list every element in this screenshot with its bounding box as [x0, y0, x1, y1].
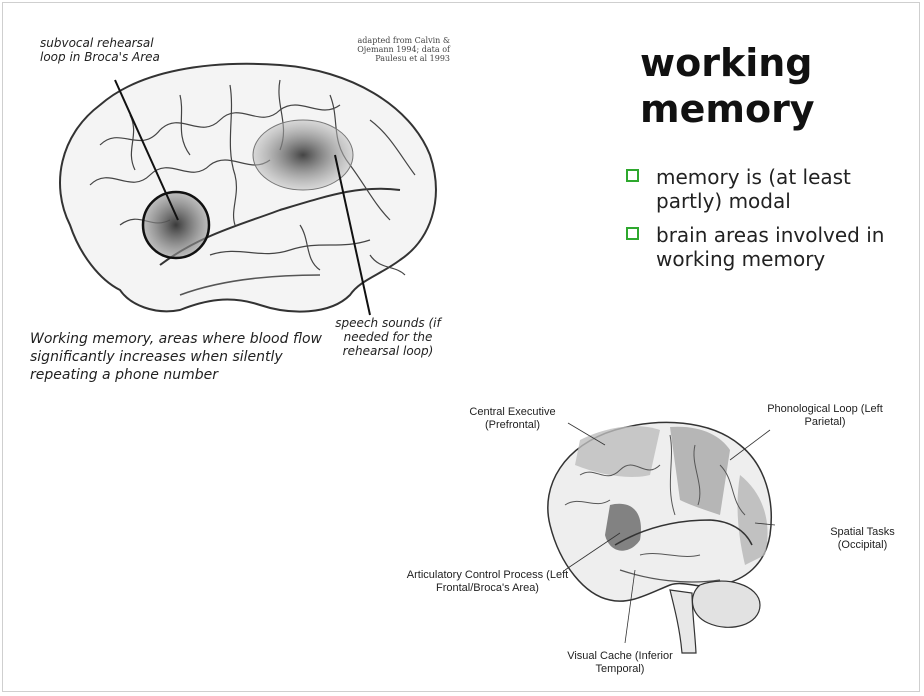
- bullet-text: brain areas involved in working memory: [656, 223, 884, 271]
- figure-credit: adapted from Calvin & Ojemann 1994; data…: [330, 36, 450, 63]
- brain-illustration-left: [30, 25, 450, 325]
- bullet-item: brain areas involved in working memory: [626, 223, 916, 271]
- square-bullet-icon: [626, 169, 639, 182]
- bullet-list: memory is (at least partly) modal brain …: [626, 165, 916, 281]
- annotation-broca: subvocal rehearsal loop in Broca's Area: [40, 36, 170, 64]
- label-spatial-tasks: Spatial Tasks (Occipital): [820, 526, 905, 552]
- label-visual-cache: Visual Cache (Inferior Temporal): [555, 650, 685, 676]
- label-phonological-loop: Phonological Loop (Left Parietal): [755, 403, 895, 429]
- brain-illustration-right: [520, 405, 780, 660]
- bullet-text: memory is (at least partly) modal: [656, 165, 851, 213]
- label-articulatory-control: Articulatory Control Process (Left Front…: [405, 569, 570, 595]
- label-central-executive: Central Executive (Prefrontal): [450, 406, 575, 432]
- square-bullet-icon: [626, 227, 639, 240]
- figure-caption: Working memory, areas where blood flow s…: [30, 330, 350, 384]
- bullet-item: memory is (at least partly) modal: [626, 165, 916, 213]
- slide-title: working memory: [640, 40, 910, 132]
